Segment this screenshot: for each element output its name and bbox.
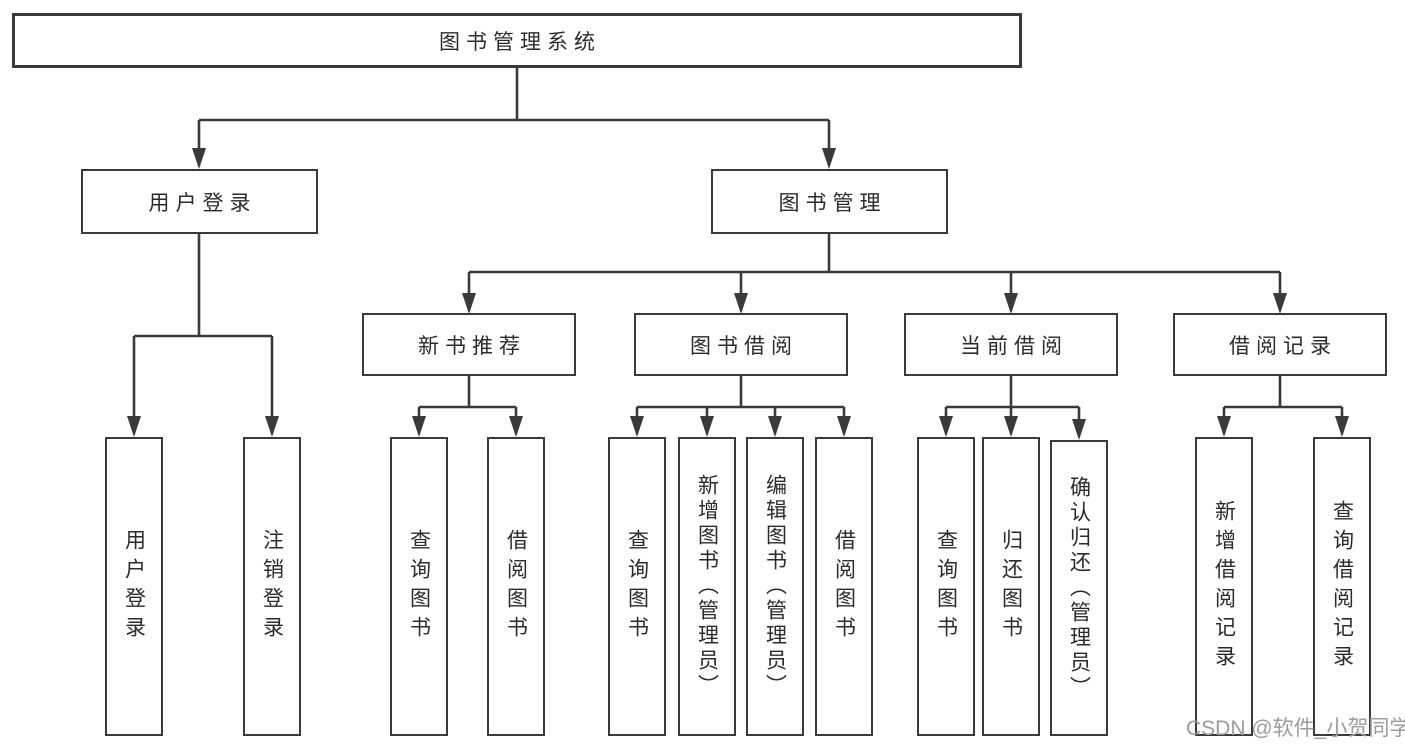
leaf-logout-label: 注销登录 — [260, 528, 284, 645]
connector-user-login-to-leaves — [127, 234, 279, 437]
leaf-query-books-current: 查询图书 — [917, 437, 975, 736]
leaf-edit-books-admin-label: 编辑图书（管理员） — [763, 474, 787, 699]
node-current-borrow: 当前借阅 — [904, 313, 1118, 376]
leaf-query-books-recommend: 查询图书 — [390, 437, 448, 736]
leaf-query-books-borrow: 查询图书 — [608, 437, 666, 736]
node-user-login-label: 用户登录 — [148, 191, 257, 215]
leaf-user-login: 用户登录 — [105, 437, 163, 736]
node-root-label: 图书管理系统 — [439, 30, 601, 54]
leaf-borrow-books-recommend: 借阅图书 — [487, 437, 545, 736]
leaf-user-login-label: 用户登录 — [122, 528, 146, 645]
node-borrow-records: 借阅记录 — [1173, 313, 1387, 376]
leaf-return-books-label: 归还图书 — [999, 528, 1023, 645]
leaf-add-books-admin-label: 新增图书（管理员） — [695, 474, 719, 699]
connector-current-borrow-to-leaves — [939, 376, 1086, 440]
leaf-confirm-return-admin-label: 确认归还（管理员） — [1067, 475, 1091, 701]
leaf-logout: 注销登录 — [243, 437, 301, 736]
leaf-add-borrow-record-label: 新增借阅记录 — [1212, 499, 1236, 674]
leaf-query-borrow-record-label: 查询借阅记录 — [1330, 499, 1354, 674]
node-root: 图书管理系统 — [12, 13, 1022, 68]
leaf-return-books: 归还图书 — [982, 437, 1040, 736]
leaf-add-borrow-record: 新增借阅记录 — [1195, 437, 1253, 736]
node-book-management-label: 图书管理 — [778, 191, 887, 215]
node-book-borrow: 图书借阅 — [634, 313, 848, 376]
node-borrow-records-label: 借阅记录 — [1229, 334, 1337, 358]
node-new-book-recommend: 新书推荐 — [362, 313, 576, 376]
leaf-borrow-books-recommend-label: 借阅图书 — [504, 528, 528, 645]
node-new-book-recommend-label: 新书推荐 — [418, 334, 526, 358]
connector-borrow-records-to-leaves — [1217, 376, 1349, 437]
leaf-edit-books-admin: 编辑图书（管理员） — [746, 437, 804, 736]
leaf-borrow-books: 借阅图书 — [815, 437, 873, 736]
watermark-text: CSDN @软件_小贺同学 — [1186, 717, 1405, 740]
connector-book-management-to-level3 — [462, 234, 1287, 314]
node-book-borrow-label: 图书借阅 — [690, 334, 798, 358]
connector-book-borrow-to-leaves — [630, 376, 851, 437]
leaf-confirm-return-admin: 确认归还（管理员） — [1050, 440, 1108, 736]
leaf-borrow-books-label: 借阅图书 — [832, 528, 856, 645]
connector-root-to-level2 — [192, 67, 836, 169]
node-user-login: 用户登录 — [81, 169, 318, 234]
leaf-query-books-current-label: 查询图书 — [934, 528, 958, 645]
node-book-management: 图书管理 — [711, 169, 948, 234]
connector-new-books-to-leaves — [412, 376, 523, 437]
node-current-borrow-label: 当前借阅 — [960, 334, 1068, 358]
leaf-query-books-recommend-label: 查询图书 — [407, 528, 431, 645]
leaf-add-books-admin: 新增图书（管理员） — [678, 437, 736, 736]
leaf-query-borrow-record: 查询借阅记录 — [1313, 437, 1371, 736]
leaf-query-books-borrow-label: 查询图书 — [625, 528, 649, 645]
